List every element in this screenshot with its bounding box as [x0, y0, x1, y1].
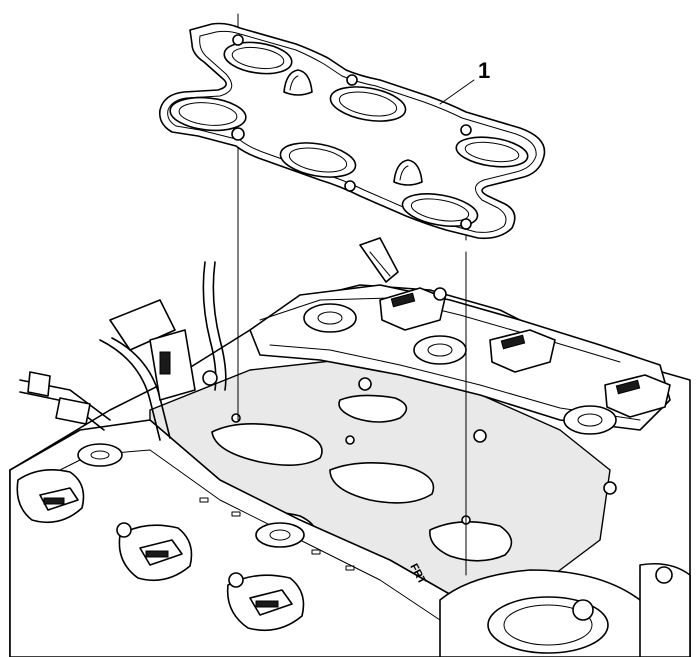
gasket-port-opening [401, 193, 479, 227]
intake-port [329, 462, 435, 504]
gasket-bolt-hole [344, 180, 356, 192]
ignition-coil-rear [489, 329, 556, 373]
intake-port [211, 423, 323, 466]
gasket-port-opening [455, 136, 529, 168]
gasket-port-opening [279, 142, 357, 178]
gasket-port-opening [169, 96, 247, 132]
gasket-port-opening [329, 86, 407, 122]
gasket-bolt-hole [231, 127, 245, 141]
ignition-coil-front [16, 469, 85, 524]
intake-port [338, 394, 408, 423]
ignition-coil-front [118, 524, 193, 582]
gasket-bolt-hole [460, 218, 472, 230]
gasket-locator-tab [393, 159, 423, 186]
gasket-bolt-hole [460, 124, 472, 136]
gasket-locator-tab [283, 69, 313, 96]
intake-port [429, 521, 513, 562]
callout-number: 1 [478, 58, 490, 83]
engine-assembly: FRT [9, 237, 691, 657]
callout-leader-line [439, 79, 475, 105]
ignition-coil-rear [379, 287, 446, 331]
ignition-coil-rear [604, 374, 671, 418]
hose-assembly [19, 261, 227, 441]
gasket-bolt-hole [232, 34, 244, 46]
intake-manifold-gasket [158, 22, 546, 240]
gasket-bolt-hole [346, 74, 358, 86]
gasket-port-opening [223, 41, 293, 75]
ignition-coil-front [226, 574, 305, 632]
callout-1: 1 [439, 58, 490, 105]
